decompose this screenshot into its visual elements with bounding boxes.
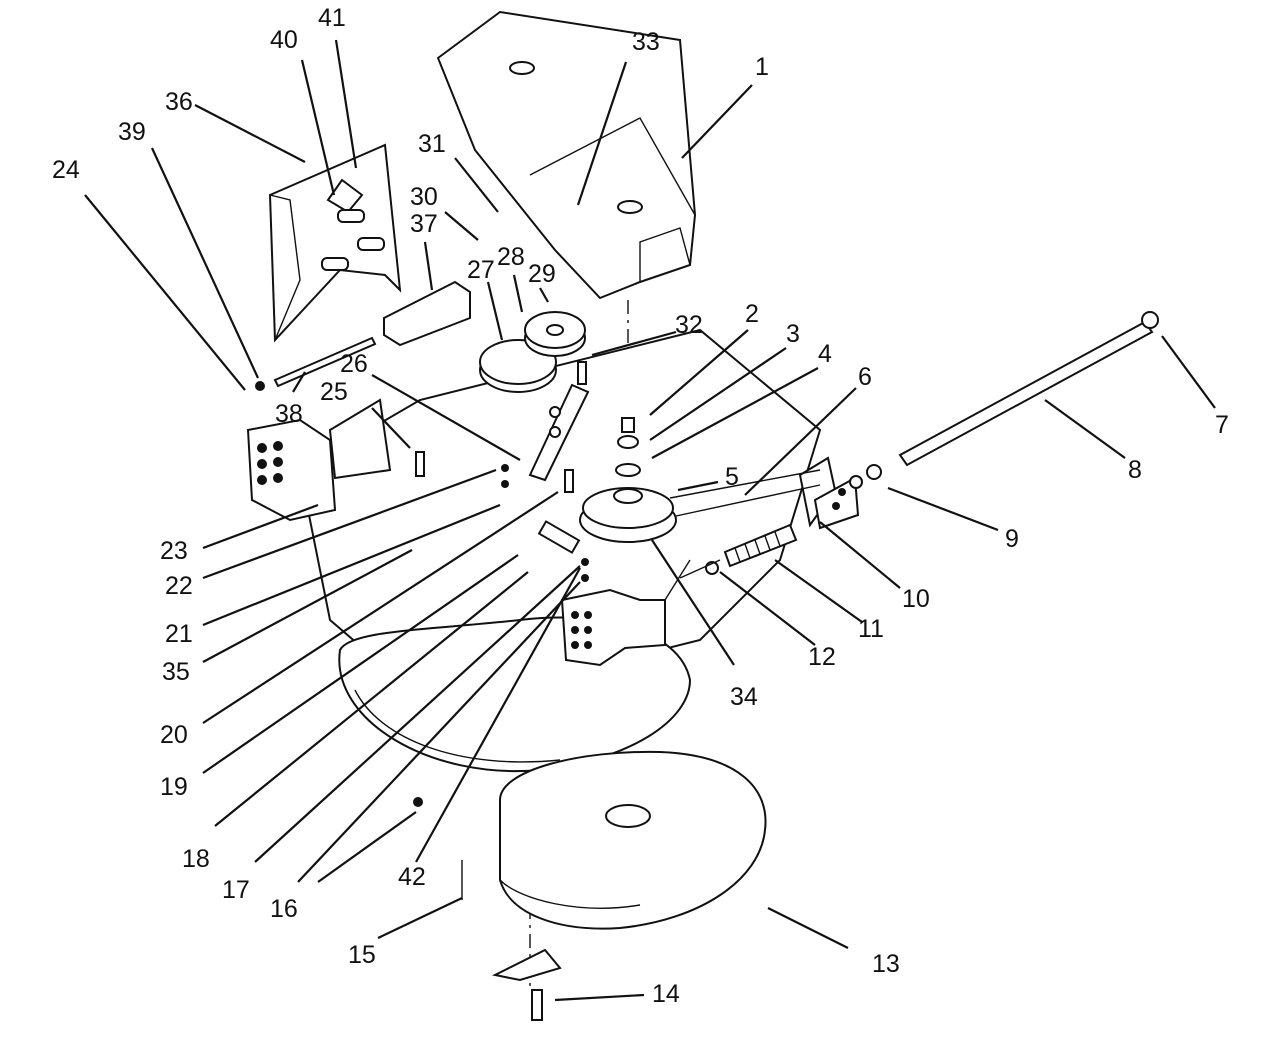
callout-32: 32 (675, 311, 703, 339)
callout-21: 21 (165, 620, 193, 648)
callout-23: 23 (160, 537, 188, 565)
callout-41: 41 (318, 4, 346, 32)
callout-16: 16 (270, 895, 298, 923)
callout-1: 1 (755, 53, 769, 81)
callout-26: 26 (340, 350, 368, 378)
callout-37: 37 (410, 210, 438, 238)
callout-9: 9 (1005, 525, 1019, 553)
blade-bolt (531, 989, 543, 1021)
callout-13: 13 (872, 950, 900, 978)
leader-lines (84, 39, 1216, 1002)
callout-22: 22 (165, 572, 193, 600)
callout-17: 17 (222, 876, 250, 904)
callout-12: 12 (808, 643, 836, 671)
callout-38: 38 (275, 400, 303, 428)
callout-11: 11 (858, 615, 884, 643)
lower-housing (499, 750, 767, 930)
callout-7: 7 (1215, 411, 1229, 439)
rod-clip (255, 381, 265, 391)
callout-18: 18 (182, 845, 210, 873)
callout-25: 25 (320, 378, 348, 406)
parts-illustration (246, 10, 1159, 1021)
callout-15: 15 (348, 941, 376, 969)
callout-2: 2 (745, 300, 759, 328)
callout-27: 27 (467, 256, 495, 284)
callout-40: 40 (270, 26, 298, 54)
callout-19: 19 (160, 773, 188, 801)
callout-33: 33 (632, 28, 660, 56)
front-side-plate (560, 588, 666, 667)
main-pulley (579, 469, 821, 543)
callout-8: 8 (1128, 456, 1142, 484)
guard-rod (273, 336, 377, 388)
callout-39: 39 (118, 118, 146, 146)
callout-30: 30 (410, 183, 438, 211)
guard-bracket (383, 280, 471, 347)
callout-3: 3 (786, 320, 800, 348)
left-side-plate (246, 398, 392, 522)
belt-guard (268, 143, 402, 343)
long-rod (898, 320, 1154, 467)
spindle-nut (621, 417, 635, 433)
callout-36: 36 (165, 88, 193, 116)
spring (679, 523, 798, 579)
callout-34: 34 (730, 683, 758, 711)
callout-4: 4 (818, 340, 832, 368)
callout-20: 20 (160, 721, 188, 749)
callout-29: 29 (528, 260, 556, 288)
callout-6: 6 (858, 363, 872, 391)
upper-pulleys (479, 311, 586, 393)
callout-14: 14 (652, 980, 680, 1008)
callout-31: 31 (418, 130, 446, 158)
callout-24: 24 (52, 156, 80, 184)
top-cover (436, 10, 697, 300)
callout-labels: 1 2 3 4 5 6 7 8 9 10 11 12 13 14 15 16 1… (52, 4, 1229, 1008)
callout-10: 10 (902, 585, 930, 613)
callout-28: 28 (497, 243, 525, 271)
callout-5: 5 (725, 463, 739, 491)
callout-42: 42 (398, 863, 426, 891)
callout-35: 35 (162, 658, 190, 686)
right-side-plate (798, 456, 860, 530)
blade (491, 948, 562, 982)
